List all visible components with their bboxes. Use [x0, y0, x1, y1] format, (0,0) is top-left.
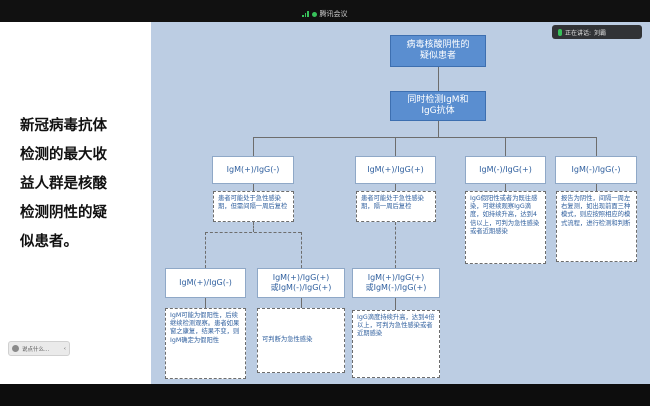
connector-line [596, 137, 597, 156]
sub-branch-note: IgM可能为假阳性，后续继续检测观察。患者如果窗之康复，结果不变，则IgM确定为… [165, 308, 246, 379]
connector-line [253, 137, 254, 156]
branch-node: IgM(+)/IgG(+) [355, 156, 436, 184]
connector-line [395, 298, 396, 310]
connector-line [253, 184, 254, 191]
root-node: 病毒核酸阴性的疑似患者 [390, 35, 486, 67]
branch-node: IgM(-)/IgG(-) [555, 156, 637, 184]
sub-branch-note: IgG滴度持续升高，达到4倍以上，可判为急性感染或者近期感染 [352, 310, 440, 378]
speaking-label: 正在讲话: [565, 29, 592, 37]
dashed-connector [301, 232, 302, 268]
meeting-logo-icon [311, 11, 317, 17]
connector-line [205, 298, 206, 308]
meeting-status[interactable]: 腾讯会议 [302, 9, 348, 19]
chevron-left-icon[interactable]: ‹ [63, 345, 66, 352]
avatar [12, 345, 19, 352]
sub-branch-node: IgM(+)/IgG(+) 或IgM(-)/IgG(+) [352, 268, 440, 298]
connector-line [395, 137, 396, 156]
slide-line: 新冠病毒抗体 [20, 118, 107, 134]
connector-line [596, 184, 597, 191]
test-step-line: 同时检测IgM和 [407, 95, 469, 105]
connector-line [301, 298, 302, 308]
connector-line [253, 137, 596, 138]
mic-icon [558, 28, 562, 36]
dashed-connector [205, 232, 301, 233]
branch-note: 患者可能处于急性感染期，但需间隔一周后复检 [213, 191, 294, 222]
connector-line [438, 67, 439, 91]
signal-icon [302, 11, 309, 17]
slide-left-panel: 新冠病毒抗体 检测的最大收 益人群是核酸 检测阴性的疑 似患者。 说点什么...… [0, 22, 151, 384]
chat-placeholder: 说点什么... [22, 346, 50, 353]
branch-node: IgM(+)/IgG(-) [212, 156, 294, 184]
slide-line: 检测阴性的疑 [20, 205, 107, 221]
slide-heading: 新冠病毒抗体 检测的最大收 益人群是核酸 检测阴性的疑 似患者。 [20, 112, 132, 257]
connector-line [505, 137, 506, 156]
meeting-bottom-bar [0, 384, 650, 406]
branch-note: 报告为阴性，间隔一周左右复测，如出现前面三种模式，则应按照相应的模式流程，进行检… [556, 191, 637, 262]
speaker-name: 刘霸 [594, 29, 607, 37]
branch-note: IgG假阳性或者为既往感染，可继续观察IgG滴度，如持续升高，达到4倍以上，可判… [465, 191, 546, 264]
connector-line [505, 184, 506, 191]
test-step-line: IgG抗体 [421, 106, 455, 116]
dashed-connector [205, 232, 206, 268]
connector-line [438, 121, 439, 137]
slide-line: 检测的最大收 [20, 147, 107, 163]
sub-branch-node: IgM(+)/IgG(+) 或IgM(-)/IgG(+) [257, 268, 345, 298]
slide-line: 似患者。 [20, 234, 78, 250]
sub-branch-node: IgM(+)/IgG(-) [165, 268, 246, 298]
dashed-connector [253, 222, 254, 232]
root-node-line: 疑似患者 [419, 51, 456, 61]
speaking-indicator: 正在讲话: 刘霸 [552, 25, 642, 39]
sub-branch-note: 可判断为急性感染 [257, 308, 345, 373]
chat-input[interactable]: 说点什么... ‹ [8, 341, 70, 356]
meeting-title: 腾讯会议 [319, 10, 348, 18]
slide-line: 益人群是核酸 [20, 176, 107, 192]
connector-line [395, 184, 396, 191]
dashed-connector [395, 222, 396, 268]
branch-note: 患者可能处于急性感染期，隔一周后复检 [356, 191, 436, 222]
root-node-line: 病毒核酸阴性的 [406, 40, 470, 50]
meeting-top-bar: 腾讯会议 [0, 0, 650, 22]
branch-node: IgM(-)/IgG(+) [465, 156, 546, 184]
